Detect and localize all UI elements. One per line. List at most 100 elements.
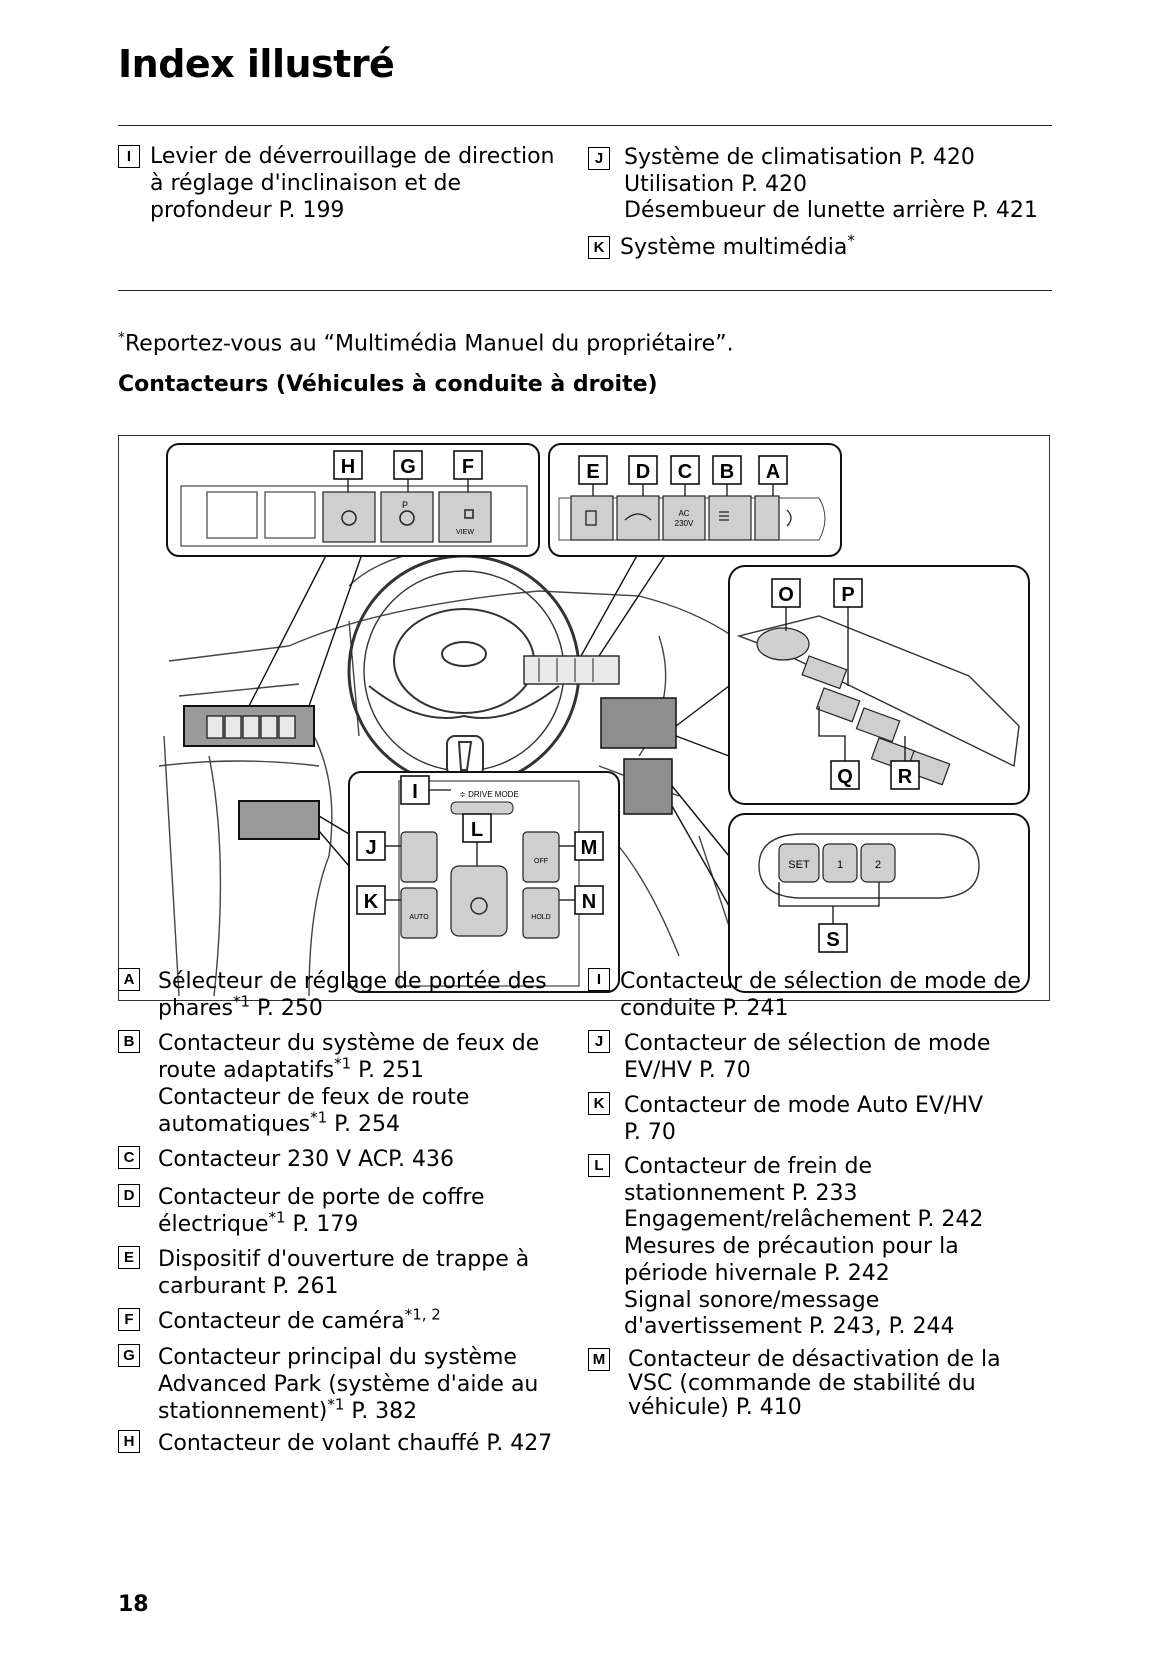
entry-e: E Dispositif d'ouverture de trappe à car… bbox=[118, 1246, 558, 1300]
set-button-label: SET bbox=[788, 859, 810, 871]
callout-badge: J bbox=[588, 147, 610, 170]
callout-k: K bbox=[364, 891, 379, 913]
callout-r: R bbox=[898, 766, 913, 788]
entry-i-text: Contacteur de sélection de mode de condu… bbox=[620, 969, 1021, 1021]
footnote-mark: * bbox=[118, 330, 125, 346]
entry-i: I Contacteur de sélection de mode de con… bbox=[588, 968, 1050, 1022]
right-switch-cluster bbox=[523, 655, 620, 685]
callout-badge: M bbox=[588, 1348, 610, 1371]
v230-label: 230V bbox=[675, 519, 694, 528]
callout-badge: E bbox=[118, 1246, 140, 1269]
entry-e-text: Dispositif d'ouverture de trappe à carbu… bbox=[158, 1247, 530, 1299]
footnote-ref: *1 bbox=[334, 1054, 352, 1073]
auto-label: AUTO bbox=[409, 914, 429, 921]
footnote-ref: *1 bbox=[232, 992, 250, 1011]
section-subheading: Contacteurs (Véhicules à conduite à droi… bbox=[118, 372, 658, 397]
callouts-door: O P Q R bbox=[771, 578, 920, 790]
callout-badge: I bbox=[588, 968, 610, 991]
callout-badge: B bbox=[118, 1030, 140, 1053]
hold-label: HOLD bbox=[531, 914, 550, 921]
off-label: OFF bbox=[534, 858, 548, 865]
callout-m: M bbox=[581, 837, 598, 859]
entry-l: L Contacteur de frein de stationnement P… bbox=[588, 1154, 1050, 1341]
callout-e: E bbox=[586, 461, 599, 483]
footnote-ref: *1, 2 bbox=[404, 1305, 441, 1324]
callout-h: H bbox=[341, 456, 355, 478]
entry-m: M Contacteur de désactivation de la VSC … bbox=[588, 1348, 1050, 1420]
top-entry-k-text: Système multimédia bbox=[620, 235, 848, 260]
callouts-console: I J K L M N bbox=[356, 775, 604, 915]
callout-badge: L bbox=[588, 1154, 610, 1177]
entry-d-line2: électrique bbox=[158, 1212, 269, 1237]
entry-b-line3: Contacteur de feux de route bbox=[158, 1085, 470, 1110]
p-mark: P bbox=[402, 500, 408, 510]
ac-label: AC bbox=[678, 509, 689, 518]
top-entry-j: J Système de climatisation P. 420 Utilis… bbox=[588, 145, 1048, 223]
memory-2-label: 2 bbox=[875, 859, 881, 871]
entry-a-page: P. 250 bbox=[250, 996, 323, 1021]
entry-j: J Contacteur de sélection de mode EV/HV … bbox=[588, 1030, 1050, 1084]
callout-f: F bbox=[462, 456, 474, 478]
entry-h: H Contacteur de volant chauffé P. 427 bbox=[118, 1430, 558, 1457]
callout-badge: C bbox=[118, 1146, 140, 1169]
callout-g: G bbox=[400, 456, 416, 478]
callout-n: N bbox=[582, 891, 596, 913]
entry-f-text: Contacteur de caméra bbox=[158, 1309, 405, 1334]
footnote-ref: *1 bbox=[327, 1395, 345, 1414]
entry-d-page: P. 179 bbox=[285, 1212, 359, 1237]
top-rule bbox=[118, 125, 1052, 126]
footnote: *Reportez-vous au “Multimédia Manuel du … bbox=[118, 330, 734, 356]
callout-b: B bbox=[720, 461, 734, 483]
footnote-ref: *1 bbox=[310, 1108, 328, 1127]
entry-c: C Contacteur 230 V ACP. 436 bbox=[118, 1146, 558, 1173]
left-switch-cluster bbox=[206, 715, 296, 739]
top-entry-i: I Levier de déverrouillage de direction … bbox=[118, 143, 578, 223]
entry-l-text: Contacteur de frein de stationnement P. … bbox=[624, 1154, 984, 1340]
callout-badge: D bbox=[118, 1184, 140, 1207]
entry-c-text: Contacteur 230 V ACP. 436 bbox=[158, 1147, 454, 1172]
entry-m-text: Contacteur de désactivation de la VSC (c… bbox=[628, 1347, 1001, 1420]
door-switch-highlight bbox=[600, 697, 677, 749]
callout-l: L bbox=[471, 819, 483, 841]
footnote-text: Reportez-vous au “Multimédia Manuel du p… bbox=[125, 331, 734, 357]
entry-k: K Contacteur de mode Auto EV/HV P. 70 bbox=[588, 1092, 1050, 1146]
top-entry-i-text: Levier de déverrouillage de direction à … bbox=[150, 144, 555, 223]
entry-k-text: Contacteur de mode Auto EV/HV P. 70 bbox=[624, 1093, 984, 1145]
callout-c: C bbox=[678, 461, 692, 483]
view-switch-label: VIEW bbox=[456, 529, 474, 536]
callout-badge: A bbox=[118, 968, 140, 991]
entry-g: G Contacteur principal du système Advanc… bbox=[118, 1344, 558, 1425]
entry-b-page: P. 251 bbox=[351, 1058, 424, 1083]
entry-b-line2: route adaptatifs bbox=[158, 1058, 335, 1083]
entry-j-text: Contacteur de sélection de mode EV/HV P.… bbox=[624, 1031, 991, 1083]
callout-badge: J bbox=[588, 1030, 610, 1053]
callout-badge: H bbox=[118, 1430, 140, 1453]
callout-i: I bbox=[412, 781, 418, 803]
drive-mode-label: ≑ DRIVE MODE bbox=[459, 790, 519, 799]
console-highlight bbox=[238, 800, 320, 840]
callouts-top-left: H G F bbox=[333, 450, 483, 480]
memory-1-label: 1 bbox=[837, 859, 843, 871]
callout-q: Q bbox=[837, 766, 853, 788]
footnote-ref: *1 bbox=[268, 1208, 286, 1227]
callout-p: P bbox=[841, 584, 854, 606]
callout-a: A bbox=[766, 461, 780, 483]
mid-rule bbox=[118, 290, 1052, 291]
callouts-top-right: E D C B A bbox=[578, 455, 788, 485]
callout-badge: I bbox=[118, 145, 140, 168]
callout-s: S bbox=[826, 929, 839, 951]
entry-d-line1: Contacteur de porte de coffre bbox=[158, 1185, 485, 1210]
entry-b-page2: P. 254 bbox=[327, 1112, 400, 1137]
callout-j: J bbox=[365, 837, 376, 859]
dashboard-illustration: VIEW P H G F AC 230V E D C B A bbox=[118, 435, 1050, 1001]
callout-d: D bbox=[636, 461, 650, 483]
entry-a-line2: phares bbox=[158, 996, 233, 1021]
entry-b-line4: automatiques bbox=[158, 1112, 311, 1137]
callout-badge: K bbox=[588, 1092, 610, 1115]
page-title: Index illustré bbox=[118, 42, 395, 86]
callout-s-group: S bbox=[818, 923, 848, 953]
